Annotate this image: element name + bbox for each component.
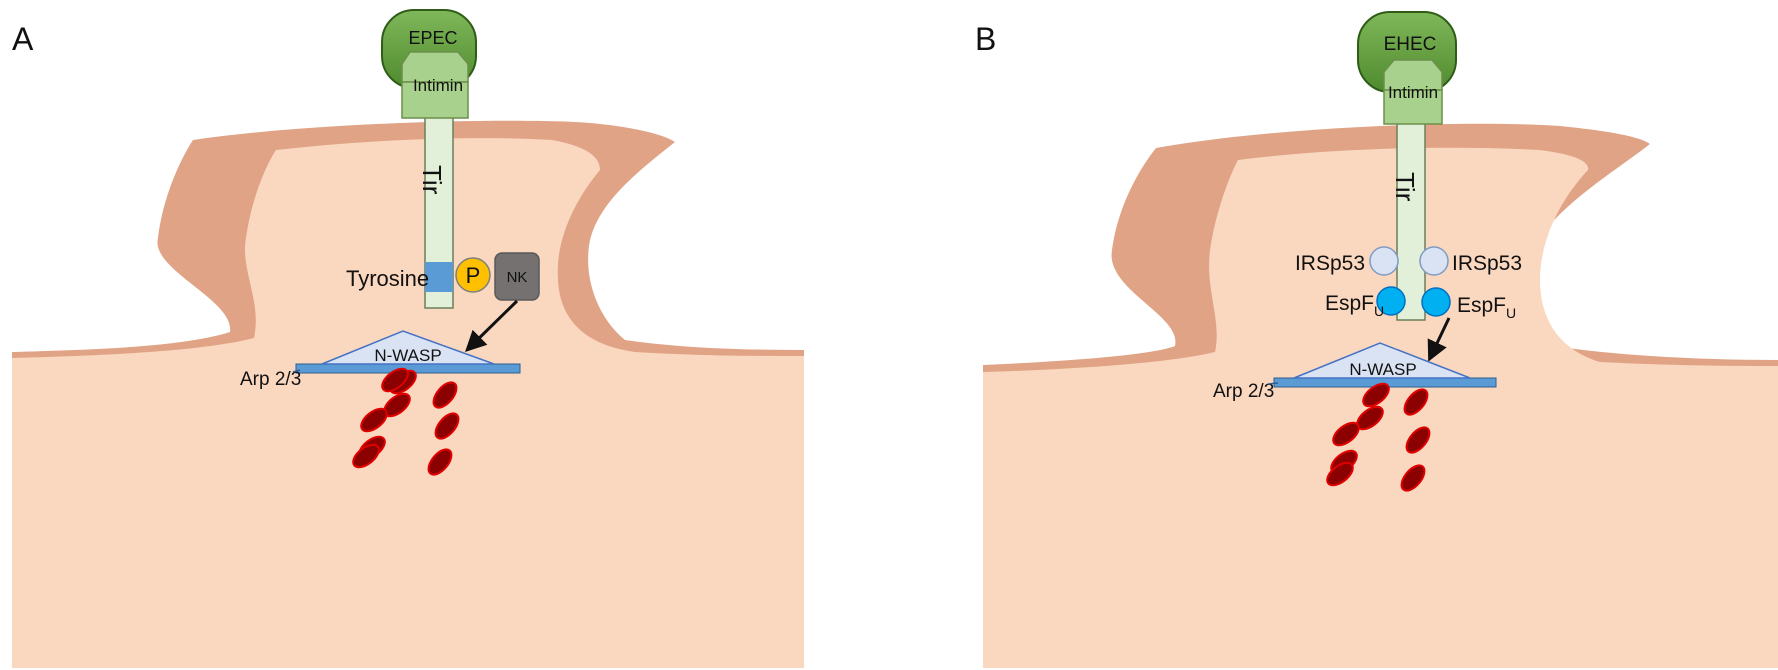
arp23-label: Arp 2/3 [240, 369, 301, 390]
nwasp-label: N-WASP [1349, 360, 1416, 379]
tyrosine-segment [425, 262, 453, 292]
irsp53-left-label: IRSp53 [1295, 252, 1365, 275]
nwasp-label: N-WASP [374, 346, 441, 365]
arp23-label: Arp 2/3 [1213, 381, 1274, 402]
bacterium-label: EHEC [1384, 34, 1437, 55]
intimin-label: Intimin [413, 76, 463, 95]
tir-receptor [1397, 120, 1425, 320]
tir-label: Tir [417, 165, 447, 195]
panel-letter: A [12, 21, 34, 57]
panel-a: A Tir Tyrosine P NK Arp 2/3 N-WASP [12, 10, 804, 668]
irsp53-left [1370, 247, 1398, 275]
espfu-subscript: U [1374, 303, 1384, 319]
arp23-leader [1268, 383, 1278, 384]
irsp53-right-label: IRSp53 [1452, 252, 1522, 275]
irsp53-right [1420, 247, 1448, 275]
espfu-right [1422, 288, 1450, 316]
espfu-subscript: U [1506, 305, 1516, 321]
bacterium-label: EPEC [408, 28, 457, 48]
intimin-label: Intimin [1388, 83, 1438, 102]
tyrosine-label: Tyrosine [346, 266, 429, 291]
panel-b: B Tir IRSp53 IRSp53 EspFU EspFU Arp 2/3 … [975, 12, 1778, 668]
panel-letter: B [975, 21, 996, 57]
espfu-base: EspF [1457, 294, 1506, 317]
espfu-base: EspF [1325, 292, 1374, 315]
tir-label: Tir [1390, 172, 1420, 202]
nk-label: NK [507, 269, 528, 286]
phospho-label: P [466, 263, 481, 288]
